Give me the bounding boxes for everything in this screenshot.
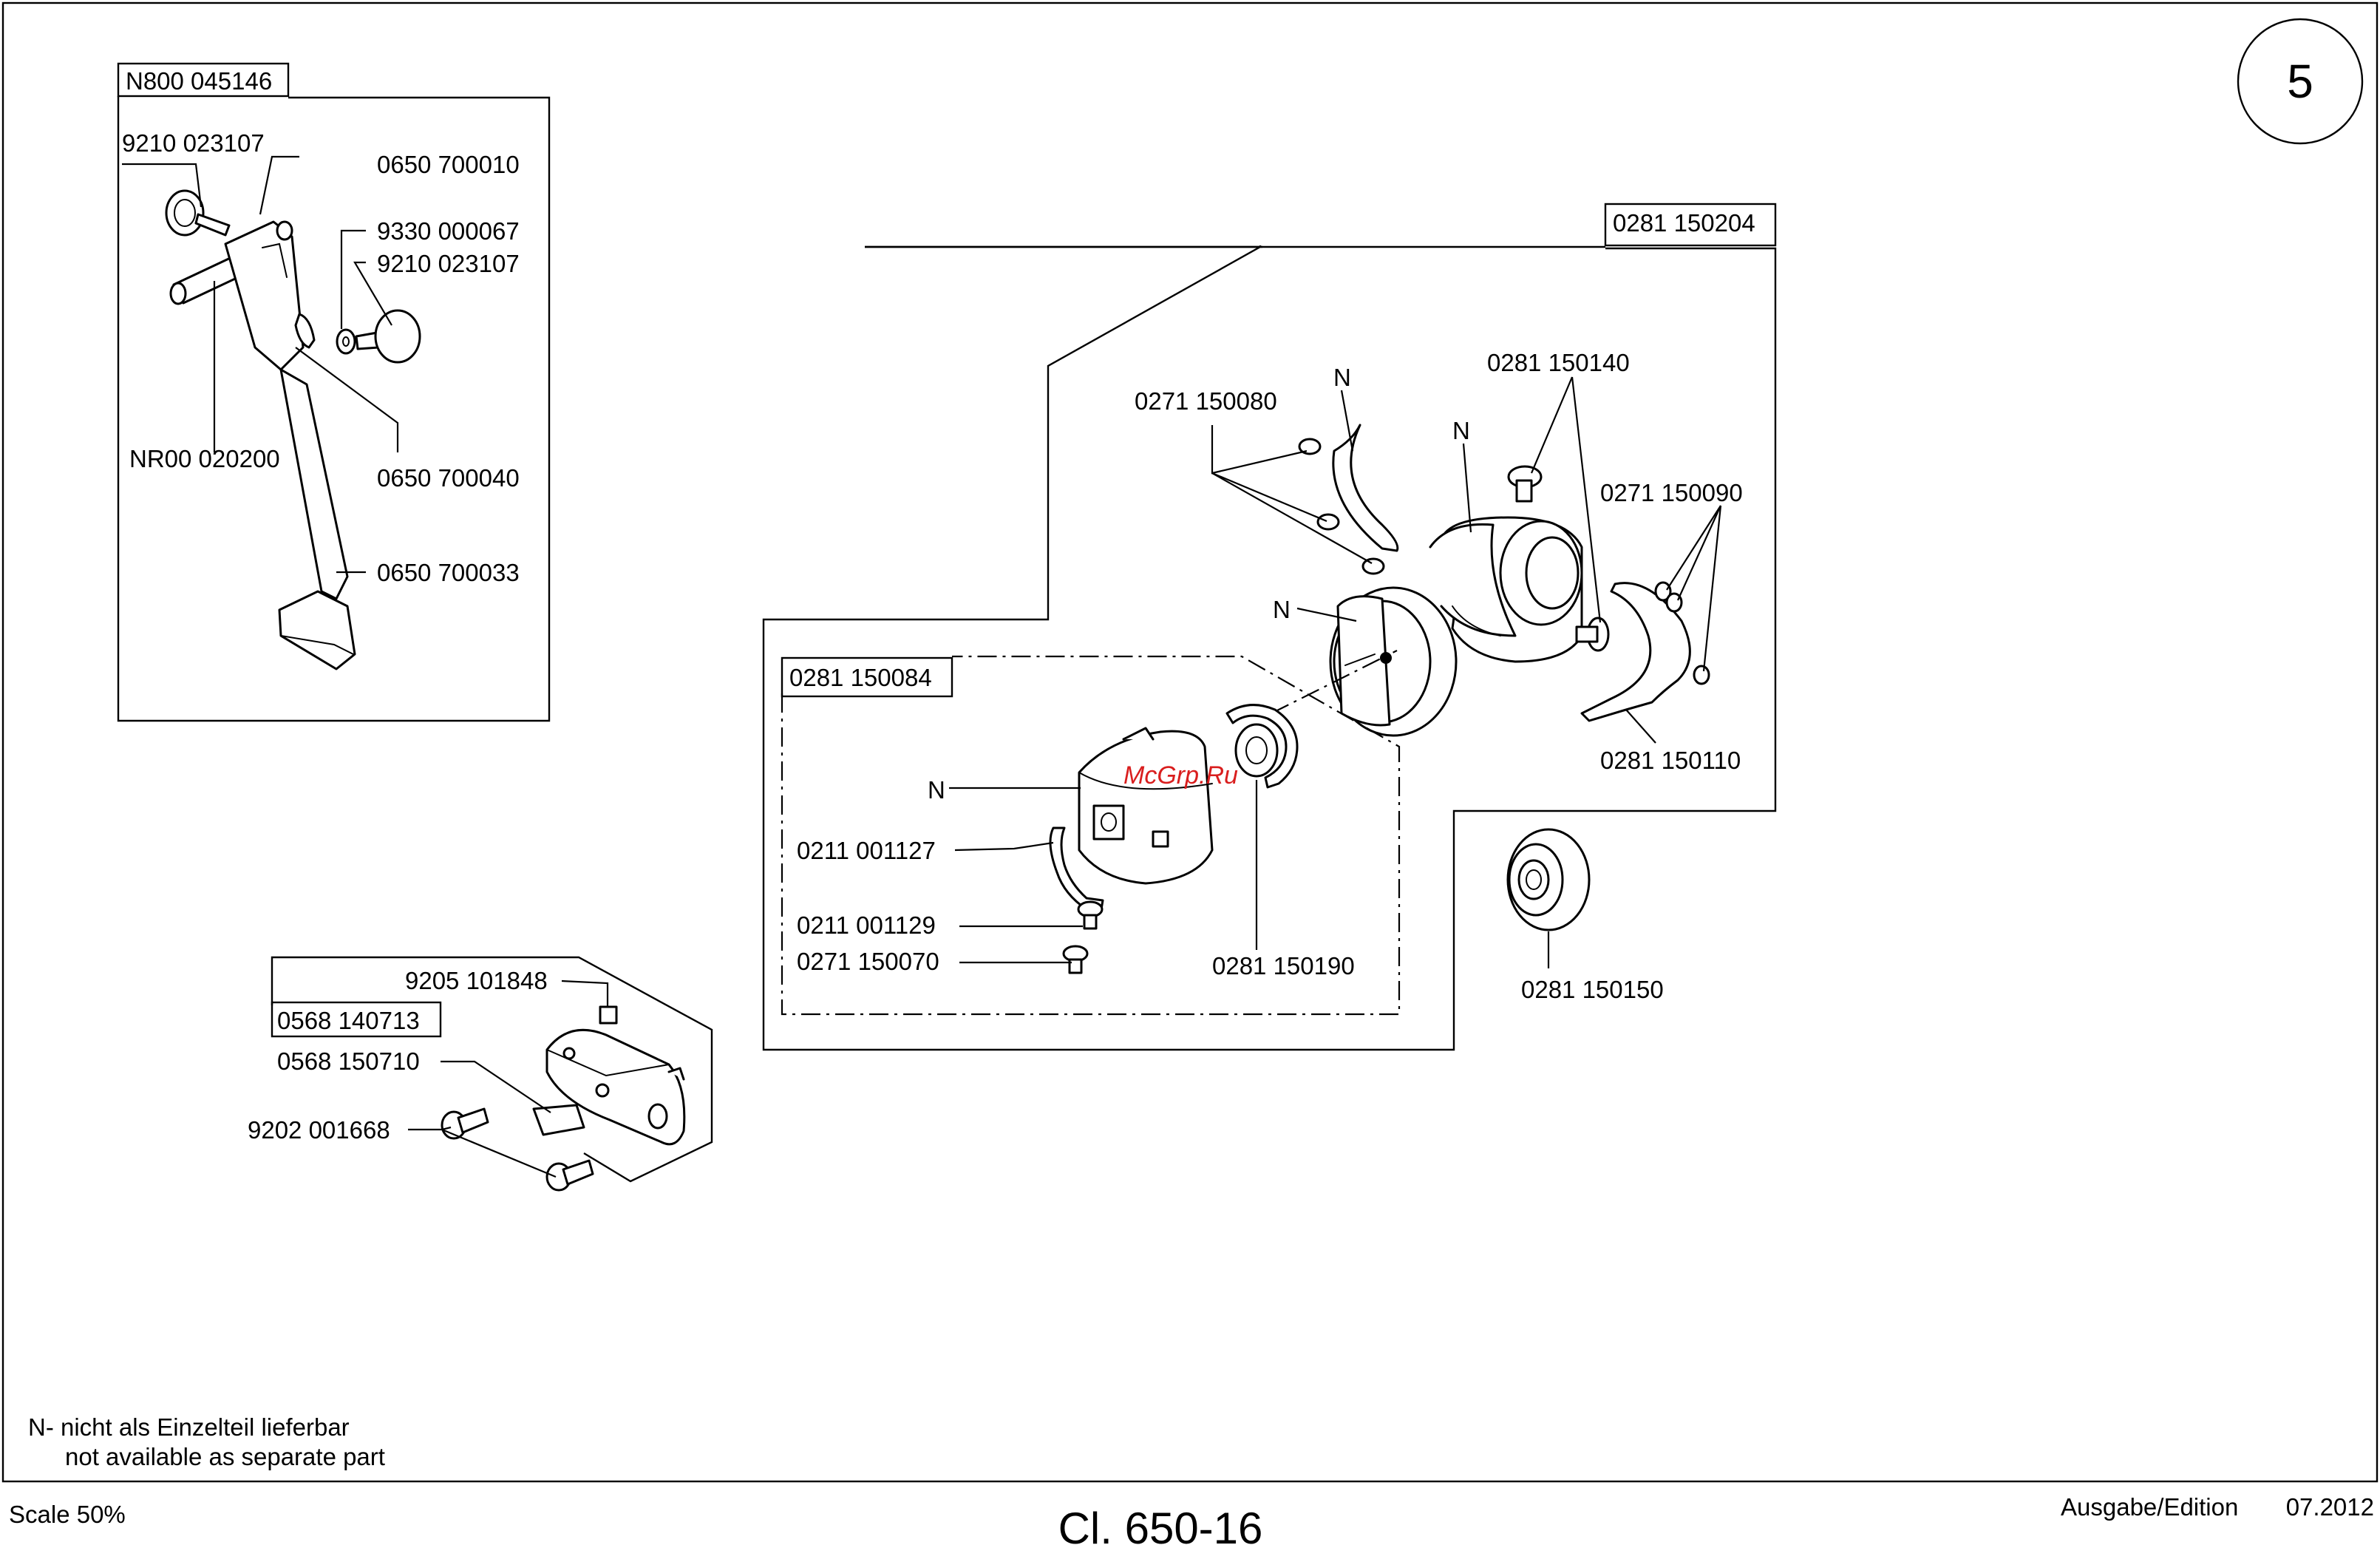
part-label-0211-001129: 0211 001129 bbox=[797, 911, 936, 939]
part-label-0281-150150: 0281 150150 bbox=[1521, 976, 1664, 1003]
part-label-0271-150080: 0271 150080 bbox=[1135, 387, 1277, 415]
part-label-0271-150070: 0271 150070 bbox=[797, 948, 939, 975]
part-label-0281-150190: 0281 150190 bbox=[1212, 952, 1355, 979]
small-screws bbox=[1062, 900, 1104, 974]
legend-line-1: N- nicht als Einzelteil lieferbar bbox=[28, 1413, 350, 1441]
part-label-9205-101848: 9205 101848 bbox=[405, 967, 548, 994]
legend-line-2: not available as separate part bbox=[65, 1443, 385, 1470]
part-label-0650-700033: 0650 700033 bbox=[377, 559, 520, 586]
spring-ring bbox=[1225, 704, 1299, 789]
part-label-n1: N bbox=[1333, 364, 1351, 391]
bobbin: 0281 150150 bbox=[1506, 828, 1664, 1003]
hook-group: 0281 150204 bbox=[762, 203, 1777, 1051]
part-label-0281-150110: 0281 150110 bbox=[1600, 747, 1741, 774]
position-finger bbox=[1580, 581, 1710, 722]
part-label-n3: N bbox=[1273, 596, 1291, 623]
bobbin-case-group: 0281 150084 bbox=[781, 655, 1401, 1016]
hook-body bbox=[1429, 516, 1583, 663]
part-label-9210-023107-a: 9210 023107 bbox=[122, 129, 265, 157]
bobbin-case-drawing bbox=[1049, 727, 1214, 911]
page-number-text: 5 bbox=[2287, 55, 2313, 108]
part-label-0568-150710: 0568 150710 bbox=[277, 1047, 420, 1075]
part-label-9210-023107-b: 9210 023107 bbox=[377, 250, 520, 277]
part-label-0650-700010: 0650 700010 bbox=[377, 151, 520, 178]
group-label-hook: 0281 150204 bbox=[1613, 209, 1755, 237]
pedal-drawing bbox=[165, 189, 421, 670]
part-label-0271-150090: 0271 150090 bbox=[1600, 479, 1743, 506]
page-title: Cl. 650-16 bbox=[1058, 1504, 1263, 1545]
gib-part bbox=[1298, 424, 1399, 575]
part-label-0211-001127: 0211 001127 bbox=[797, 837, 936, 864]
part-label-0281-150140: 0281 150140 bbox=[1487, 349, 1630, 376]
watermark: McGrp.Ru bbox=[1123, 761, 1238, 790]
scale-text: Scale 50% bbox=[9, 1501, 126, 1528]
part-label-nr00-020200: NR00 020200 bbox=[129, 445, 280, 472]
part-label-9202-001668: 9202 001668 bbox=[248, 1116, 390, 1144]
edition-label: Ausgabe/Edition bbox=[2061, 1493, 2238, 1521]
block-group: 0568 140713 9205 101848 0568 150710 9202 bbox=[248, 956, 713, 1192]
group-label-bobbin-case: 0281 150084 bbox=[789, 664, 932, 691]
hook-screw bbox=[1507, 465, 1543, 503]
block-drawing bbox=[441, 1005, 686, 1192]
hook-screw-lower bbox=[1575, 617, 1610, 652]
part-label-n4: N bbox=[928, 776, 945, 804]
bobbin-base bbox=[1329, 586, 1458, 737]
edition-date: 07.2012 bbox=[2286, 1493, 2374, 1521]
pedal-group: N800 045146 bbox=[117, 62, 551, 722]
group-label-block: 0568 140713 bbox=[277, 1007, 420, 1034]
part-label-9330-000067: 9330 000067 bbox=[377, 217, 520, 245]
footer: Scale 50% Cl. 650-16 Ausgabe/Edition 07.… bbox=[9, 1493, 2374, 1545]
part-label-0650-700040: 0650 700040 bbox=[377, 464, 520, 492]
legend: N- nicht als Einzelteil lieferbar not av… bbox=[28, 1413, 385, 1470]
group-label-pedal: N800 045146 bbox=[126, 67, 272, 95]
part-label-n2: N bbox=[1452, 417, 1470, 444]
page-number: 5 bbox=[2237, 18, 2364, 145]
page-frame bbox=[1, 1, 2379, 1483]
